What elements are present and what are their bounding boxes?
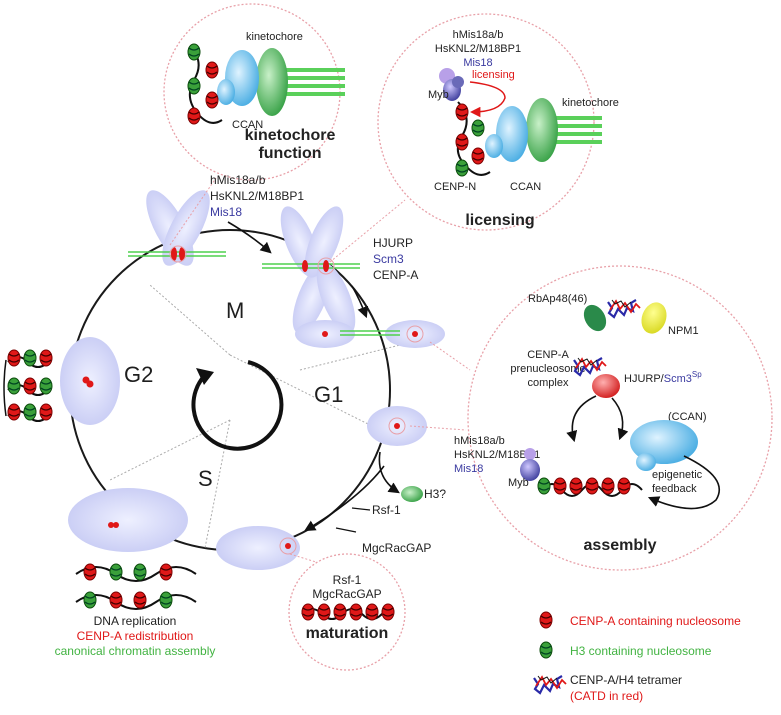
lic-myb-label: Myb [428, 89, 449, 101]
hjurp-factors: HJURP Scm3 CENP-A [351, 236, 418, 319]
assembly-panel: RbAp48(46) NPM1 CENP-A prenucleosome com… [409, 265, 773, 571]
lic-factor-mis18: Mis18 [463, 57, 492, 69]
ccan-label: CCAN [232, 119, 263, 131]
legend-cenpa-text: CENP-A containing nucleosome [570, 614, 741, 628]
cycle-arrowhead [196, 368, 214, 385]
maturation-title: maturation [306, 625, 389, 642]
kinetochore-blob [256, 48, 288, 116]
asm-factor-hmis18: hMis18a/b [454, 435, 505, 447]
asm-chromatin [537, 477, 643, 497]
licensing-title: licensing [465, 212, 534, 229]
mgcracgap-label: MgcRacGAP [362, 541, 431, 555]
s-phase-chromatin [75, 563, 197, 610]
h3-blob [401, 486, 423, 502]
late-g1-factors: H3? Rsf-1 MgcRacGAP [304, 451, 446, 555]
kinetochore-title: kinetochore [245, 127, 336, 144]
legend: CENP-A containing nucleosome H3 containi… [532, 611, 741, 703]
mitotic-chromosome-2 [262, 206, 360, 334]
g2-chromatin [3, 349, 53, 422]
g2-cell [60, 337, 120, 425]
licensing-panel: hMis18a/b HsKNL2/M18BP1 Mis18 Myb licens… [329, 13, 619, 263]
phase-g1: G1 [314, 382, 343, 407]
asm-factor-hsknl2: HsKNL2/M18BP1 [454, 449, 540, 461]
mitotic-chromosome-1 [128, 190, 226, 266]
telophase-cell [295, 320, 445, 348]
sector-line [229, 354, 391, 436]
sector-line [149, 284, 231, 356]
h3-label: H3? [424, 487, 446, 501]
lic-ccan-label: CCAN [510, 181, 541, 193]
asm-myb-label: Myb [508, 477, 529, 489]
phase-g2: G2 [124, 362, 153, 387]
tetramer-top [606, 298, 642, 319]
maturation-panel: Rsf-1 MgcRacGAP maturation [288, 553, 406, 671]
lic-factor-hsknl2: HsKNL2/M18BP1 [435, 43, 521, 55]
asm-ccan-blob [630, 420, 698, 464]
phase-s: S [198, 466, 213, 491]
kinetochore-label: kinetochore [246, 31, 303, 43]
sector-line [204, 419, 231, 549]
prenuc-label-2: prenucleosome [510, 363, 585, 375]
factor-mis18: Mis18 [210, 205, 242, 219]
licensing-arrow-label: licensing [472, 69, 515, 81]
legend-catd-text: (CATD in red) [570, 689, 643, 703]
phase-m: M [226, 298, 244, 323]
factor-hsknl2: HsKNL2/M18BP1 [210, 189, 304, 203]
cycle-arrow [191, 360, 284, 451]
mat-rsf1-label: Rsf-1 [333, 573, 362, 587]
rsf1-label: Rsf-1 [372, 503, 401, 517]
mat-mgc-label: MgcRacGAP [312, 587, 381, 601]
factor-hmis18: hMis18a/b [210, 173, 266, 187]
legend-tetramer-text: CENP-A/H4 tetramer [570, 673, 682, 687]
npm1-protein [641, 302, 667, 334]
npm1-label: NPM1 [668, 325, 699, 337]
feedback-label-2: feedback [652, 483, 697, 495]
prenuc-label-3: complex [528, 377, 569, 389]
asm-ccan-label: (CCAN) [668, 411, 707, 423]
label-canonical-assembly: canonical chromatin assembly [55, 644, 216, 658]
g1-cell [367, 406, 427, 446]
hjurp-protein [592, 374, 620, 398]
asm-myb-protein [520, 459, 540, 481]
assembly-title: assembly [584, 537, 657, 554]
mitosis-licensing-factors: hMis18a/b HsKNL2/M18BP1 Mis18 [210, 173, 304, 254]
lic-green-fibers [548, 116, 602, 144]
hjurp-label: HJURP [373, 236, 413, 250]
feedback-label-1: epigenetic [652, 469, 703, 481]
scm3-label: Scm3 [373, 252, 404, 266]
legend-tetramer-icon [532, 674, 568, 695]
prenuc-label-1: CENP-A [527, 349, 569, 361]
sector-line [299, 344, 401, 371]
legend-h3-icon [539, 641, 553, 659]
late-g1-cell [216, 526, 300, 570]
lic-cenpn-label: CENP-N [434, 181, 476, 193]
asm-factor-mis18: Mis18 [454, 463, 483, 475]
kinetochore-function-panel: kinetochore CCAN kinetochore function [163, 3, 345, 246]
lic-factor-hmis18: hMis18a/b [453, 29, 504, 41]
label-cenpa-redistribution: CENP-A redistribution [77, 629, 194, 643]
lic-kinetochore-label: kinetochore [562, 97, 619, 109]
s-phase-cell [68, 488, 188, 552]
asm-hjurp-label: HJURP/Scm3Sp [624, 370, 702, 385]
function-title: function [258, 145, 321, 162]
cenpa-label: CENP-A [373, 268, 418, 282]
rbap-label: RbAp48(46) [528, 293, 587, 305]
label-dna-replication: DNA replication [94, 614, 177, 628]
legend-h3-text: H3 containing nucleosome [570, 644, 712, 658]
rbap-protein [583, 304, 607, 332]
legend-cenpa-icon [539, 611, 553, 629]
